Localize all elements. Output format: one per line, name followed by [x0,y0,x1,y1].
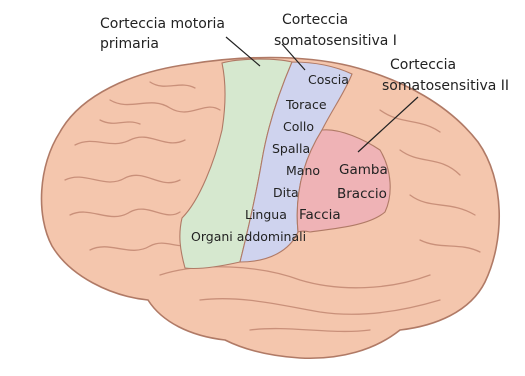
s1-label-organi-addominali: Organi addominali [191,229,306,244]
s2-callout-line2: somatosensitiva II [382,78,509,94]
s1-label-torace: Torace [285,97,327,112]
s1-label-spalla: Spalla [272,141,310,156]
s2-label-faccia: Faccia [299,207,341,223]
s1-label-lingua: Lingua [245,207,287,222]
s2-callout-line1: Corteccia [390,57,456,73]
s1-label-coscia: Coscia [308,72,349,87]
s1-label-collo: Collo [283,119,314,134]
s1-callout-line1: Corteccia [282,12,348,28]
motor-callout-line1: Corteccia motoria [100,16,225,32]
s2-label-braccio: Braccio [337,186,387,202]
s1-label-dita: Dita [273,185,299,200]
s1-callout-line2: somatosensitiva I [274,33,397,49]
s2-label-gamba: Gamba [339,162,388,178]
s1-label-mano: Mano [286,163,320,178]
motor-callout-line2: primaria [100,36,159,52]
